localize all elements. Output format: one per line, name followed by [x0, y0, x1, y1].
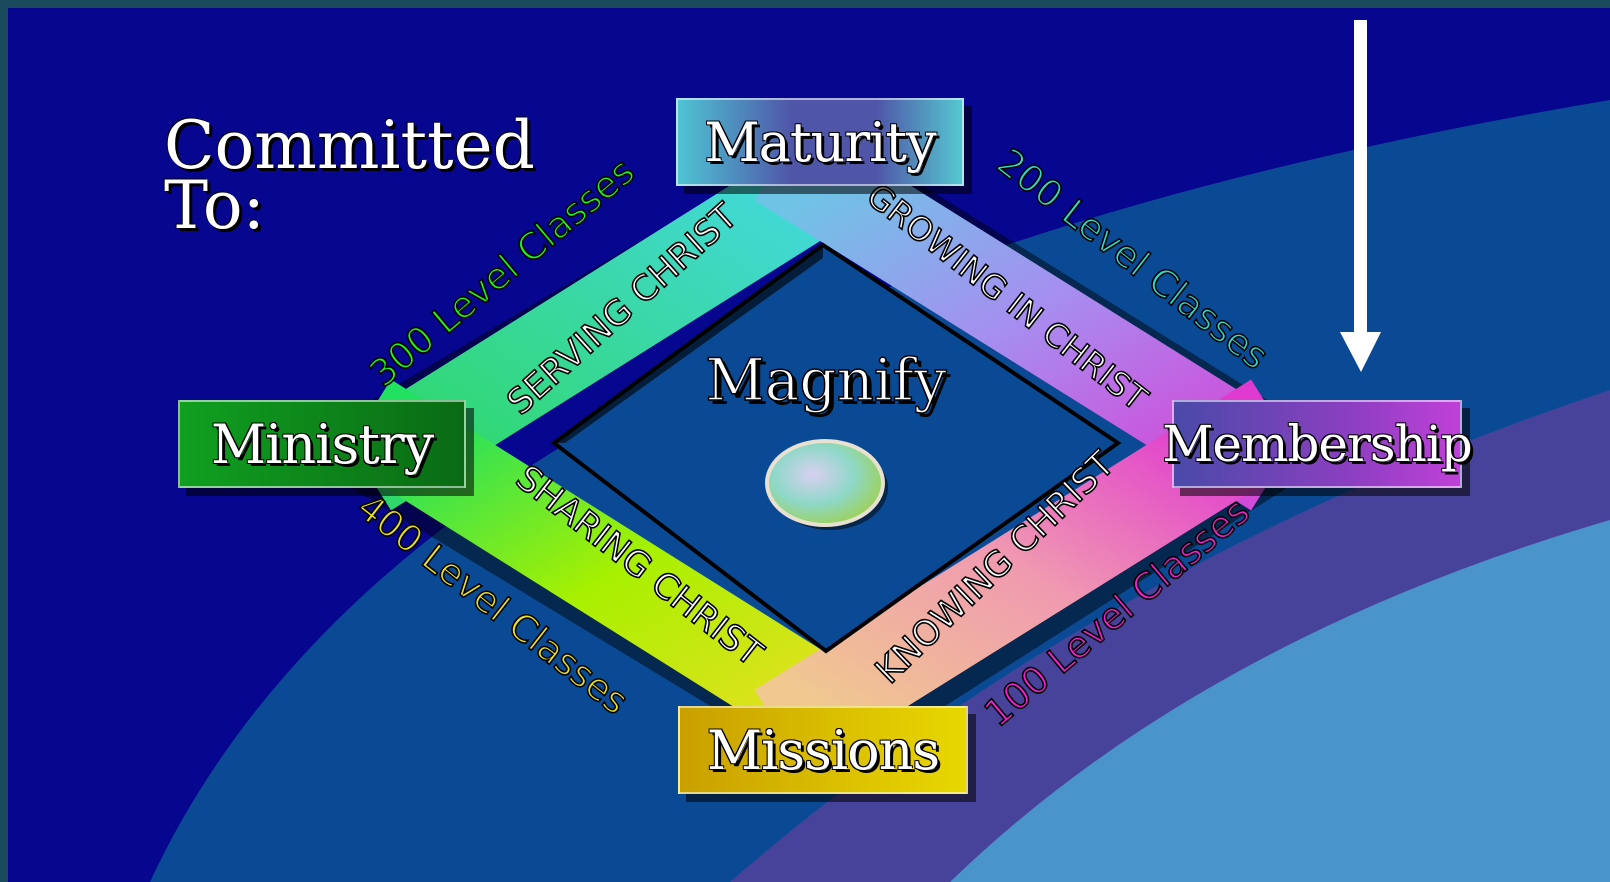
edge-band-bottom-right: [754, 379, 1302, 771]
corner-ministry: Ministry: [178, 400, 466, 488]
corner-missions: Missions: [678, 706, 968, 794]
edge-band-bottom-left: [340, 379, 886, 771]
corner-membership: Membership: [1162, 400, 1473, 488]
background-arc-light: [950, 520, 1610, 882]
center-label-shadow: Magnify: [709, 350, 950, 418]
arrow-shaft: [1354, 20, 1367, 335]
heading-line-2: To:: [164, 167, 265, 244]
edge-band-top-left: [340, 119, 886, 511]
center-label: Magnify: [705, 346, 946, 414]
heading: Committed To:: [164, 107, 535, 244]
corner-maturity: Maturity: [676, 98, 964, 186]
edge-band-top-right: [754, 119, 1302, 511]
inner-diamond-shade: [554, 245, 823, 443]
down-arrow-icon: [1340, 332, 1381, 372]
center-globe-icon: [765, 439, 885, 527]
heading-line-1: Committed: [164, 107, 535, 184]
